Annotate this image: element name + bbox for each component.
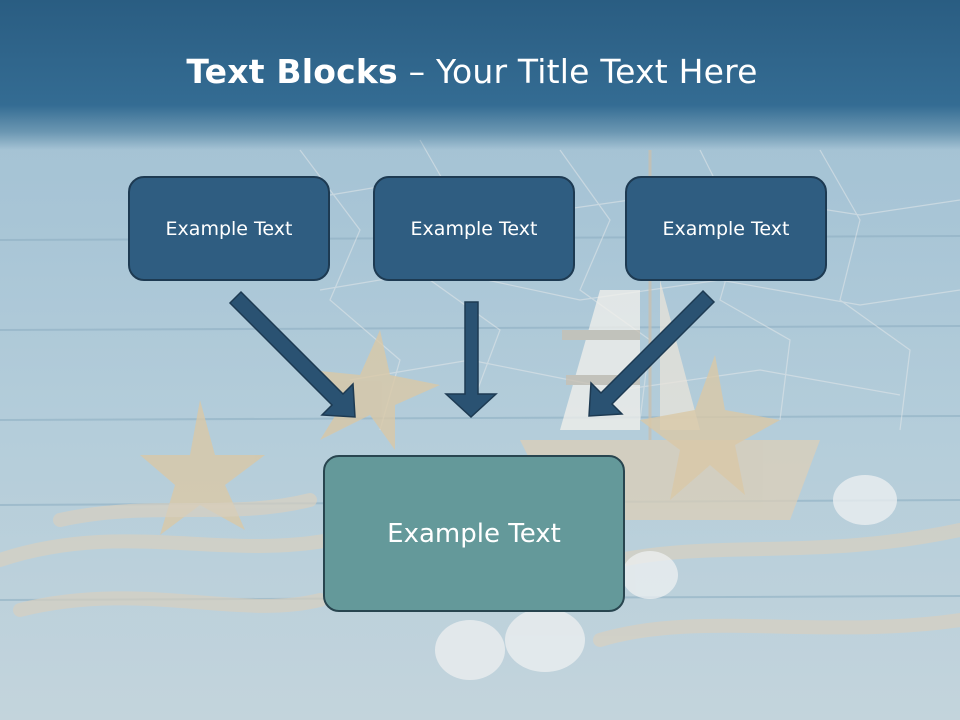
text-box-right-label: Example Text: [662, 217, 790, 240]
title-bold: Text Blocks: [186, 52, 398, 91]
arrow-right: [588, 289, 716, 417]
text-box-left[interactable]: Example Text: [128, 176, 330, 281]
slide-title: Text Blocks – Your Title Text Here: [0, 52, 944, 91]
text-box-middle[interactable]: Example Text: [373, 176, 575, 281]
text-box-right[interactable]: Example Text: [625, 176, 827, 281]
text-box-middle-label: Example Text: [410, 217, 538, 240]
header-band: [0, 0, 960, 150]
text-box-left-label: Example Text: [165, 217, 293, 240]
arrow-middle: [444, 301, 498, 419]
title-dash: –: [397, 52, 436, 91]
text-box-bottom-label: Example Text: [387, 518, 561, 549]
arrow-left: [228, 290, 356, 418]
title-regular: Your Title Text Here: [435, 52, 758, 91]
text-box-bottom[interactable]: Example Text: [323, 455, 625, 612]
